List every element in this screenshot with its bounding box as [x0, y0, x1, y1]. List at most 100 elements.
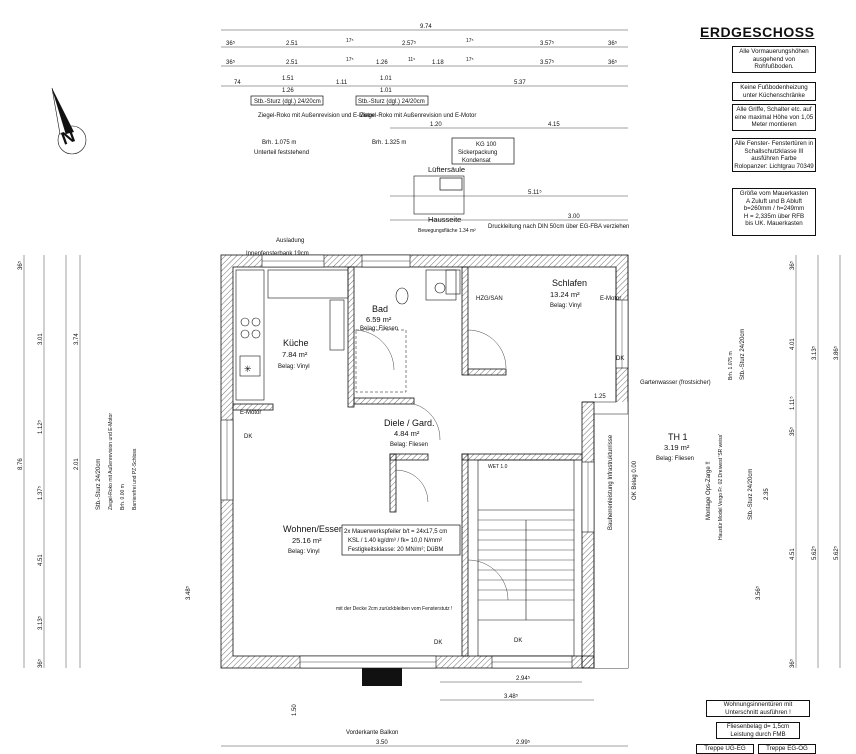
left-dimensions: 36⁵ 3.01 1.12⁵ 1.37⁵ 4.51 3.13⁵ 36⁵ 8.76…: [17, 255, 192, 668]
room-wohnen: Wohnen/Essen 25.16 m² Belag: Vinyl: [283, 524, 344, 555]
svg-text:Bauherrenleistung Infrastruktu: Bauherrenleistung Infrastrukturrisse: [608, 434, 614, 530]
doors: [353, 329, 509, 601]
svg-text:17⁵: 17⁵: [346, 57, 354, 63]
svg-text:DK: DK: [434, 640, 442, 646]
svg-text:DK: DK: [244, 434, 252, 440]
svg-text:Stb.-Sturz (dgl.) 24/20cm: Stb.-Sturz (dgl.) 24/20cm: [254, 99, 321, 105]
svg-text:13.24 m²: 13.24 m²: [550, 290, 580, 299]
svg-text:2.57⁵: 2.57⁵: [402, 40, 417, 47]
svg-text:Belag: Vinyl: Belag: Vinyl: [288, 549, 320, 555]
svg-text:E-Motor: E-Motor: [600, 296, 621, 302]
note-mauerkasten: Größe vom Mauerkasten A Zuluft und B Abl…: [732, 188, 816, 236]
svg-text:2.94⁵: 2.94⁵: [516, 675, 531, 682]
svg-text:11⁵: 11⁵: [408, 57, 415, 63]
svg-text:Festigkeitsklasse: 20 MN/m²; D: Festigkeitsklasse: 20 MN/m²; DüBM: [348, 547, 443, 553]
left-rotated-labels: Stb.-Sturz 24/20cm Ziegel-Roko mit Außen…: [96, 413, 138, 510]
svg-text:Hausseite: Hausseite: [428, 215, 461, 224]
svg-text:36⁵: 36⁵: [789, 658, 796, 668]
svg-text:Haustür Model Vergo Fr. 02 Dre: Haustür Model Vergo Fr. 02 Dreiwest 'SR …: [718, 434, 724, 540]
svg-text:2.01: 2.01: [74, 458, 80, 470]
svg-text:36⁵: 36⁵: [226, 59, 236, 66]
outer-walls: [220, 254, 629, 669]
svg-text:Stb.-Sturz 24/20cm: Stb.-Sturz 24/20cm: [740, 329, 746, 380]
svg-text:3.50: 3.50: [376, 740, 388, 746]
svg-text:Diele / Gard.: Diele / Gard.: [384, 418, 435, 428]
mauerkasten-line: b=260mm / h=249mm: [743, 205, 805, 212]
svg-text:DK: DK: [616, 356, 624, 362]
svg-text:KG 100: KG 100: [476, 142, 497, 148]
svg-text:KSL / 1.40 kg/dm³ / fk= 10,0 N: KSL / 1.40 kg/dm³ / fk= 10,0 N/mm²: [348, 538, 442, 544]
room-floor: Belag: Vinyl: [278, 364, 310, 370]
svg-text:3.48⁵: 3.48⁵: [185, 585, 192, 600]
svg-text:1.26: 1.26: [376, 60, 388, 66]
svg-text:2x Mauerwerkspfeiler b/t = 24x: 2x Mauerwerkspfeiler b/t = 24x17,5 cm: [344, 529, 447, 535]
svg-text:Kondensat: Kondensat: [462, 158, 491, 164]
svg-text:Brh. 1.075 m: Brh. 1.075 m: [262, 140, 296, 146]
svg-text:Bewegungsfläche 1.34 m²: Bewegungsfläche 1.34 m²: [418, 228, 476, 234]
svg-text:4.15: 4.15: [548, 122, 560, 128]
note-fliesen: Fliesenbelag d= 1,5cm Leistung durch FMB: [716, 722, 800, 739]
svg-text:17⁵: 17⁵: [466, 38, 474, 44]
svg-text:2.51: 2.51: [286, 60, 298, 66]
svg-text:3.48⁵: 3.48⁵: [504, 693, 519, 700]
svg-text:Ziegel-Roko mit Außenrevision: Ziegel-Roko mit Außenrevision und E-Moto…: [108, 413, 114, 510]
svg-text:Druckleitung nach DIN 50cm übe: Druckleitung nach DIN 50cm über EG-FBA v…: [488, 224, 629, 230]
svg-text:3.13⁵: 3.13⁵: [37, 615, 44, 630]
svg-text:Ziegel-Roko mit Außenrevision: Ziegel-Roko mit Außenrevision und E-Moto…: [258, 113, 374, 119]
svg-text:6.59 m²: 6.59 m²: [366, 315, 392, 324]
svg-text:1.18: 1.18: [432, 60, 444, 66]
note-treppe-ug-eg: Treppe UG-EG: [696, 744, 754, 754]
room-th1: TH 1 3.19 m² Belag: Fliesen: [656, 432, 694, 462]
svg-text:2.99⁵: 2.99⁵: [516, 739, 531, 746]
svg-text:3.74: 3.74: [74, 333, 80, 345]
svg-text:1.01: 1.01: [380, 88, 392, 94]
page-title: ERDGESCHOSS: [700, 24, 815, 40]
svg-text:3.19 m²: 3.19 m²: [664, 443, 690, 452]
svg-text:1.25: 1.25: [594, 394, 606, 400]
room-area: 7.84 m²: [282, 350, 308, 359]
note-innentueren: Wohnungsinnentüren mit Unterschnitt ausf…: [706, 700, 810, 717]
note-treppe-eg-og: Treppe EG-OG: [758, 744, 816, 754]
kitchen-fixtures: ✳: [235, 269, 349, 401]
svg-text:1.50: 1.50: [292, 704, 298, 716]
svg-text:36⁵: 36⁵: [608, 59, 618, 66]
svg-text:36⁵: 36⁵: [608, 40, 618, 47]
mauerkasten-line: A Zuluft und B Abluft: [745, 197, 803, 205]
svg-text:E-Motor: E-Motor: [240, 410, 261, 416]
svg-text:36⁵: 36⁵: [37, 658, 44, 668]
svg-text:Schlafen: Schlafen: [552, 278, 587, 288]
svg-text:3.01: 3.01: [38, 333, 44, 345]
mauerkasten-line: H = 2,335m über RFB: [743, 212, 805, 220]
svg-text:3.57⁵: 3.57⁵: [540, 40, 555, 47]
mauerkasten-title: Größe vom Mauerkasten: [739, 190, 809, 197]
svg-text:✳: ✳: [244, 364, 252, 374]
svg-text:Vorderkante Balkon: Vorderkante Balkon: [346, 730, 398, 736]
svg-text:1.37⁵: 1.37⁵: [37, 485, 44, 500]
svg-text:HZG/SAN: HZG/SAN: [476, 296, 503, 302]
dim-total-width: 9.74: [420, 24, 432, 30]
svg-text:Stb.-Sturz 24/20cm: Stb.-Sturz 24/20cm: [96, 459, 102, 510]
svg-text:3.56⁵: 3.56⁵: [755, 585, 762, 600]
svg-text:4.01: 4.01: [790, 338, 796, 350]
svg-text:1.51: 1.51: [282, 76, 294, 82]
svg-text:Ziegel-Roko mit Außenrevision: Ziegel-Roko mit Außenrevision und E-Moto…: [360, 113, 476, 119]
room-bad: Bad 6.59 m² Belag: Fliesen: [360, 304, 398, 332]
svg-text:17⁵: 17⁵: [466, 57, 474, 63]
staircase: WET 1.0: [477, 459, 575, 657]
note-fenster: Alle Fenster- Fenstertüren in Schallschu…: [732, 138, 816, 172]
svg-text:5.37: 5.37: [514, 80, 526, 86]
right-rotated-labels: Montage Ops-Zarge !! Bauherrenleistung I…: [608, 329, 754, 540]
note-fussbodenheizung: Keine Fußbodenheizung unter Küchenschrän…: [732, 82, 816, 101]
svg-text:Lüftersäule: Lüftersäule: [428, 165, 465, 174]
room-kueche: Küche 7.84 m² Belag: Vinyl: [278, 338, 310, 370]
svg-text:1.11⁵: 1.11⁵: [789, 396, 796, 410]
mauerkasten-line: bis UK. Mauerkasten: [745, 220, 803, 227]
misc-labels: Ausladung Innenfensterbank 19cm E-Motor …: [240, 238, 711, 736]
svg-text:Innenfensterbank 19cm: Innenfensterbank 19cm: [246, 251, 309, 257]
svg-text:25.16 m²: 25.16 m²: [292, 536, 322, 545]
top-dimensions: 9.74 36⁵ 2.51 17⁵ 2.57⁵ 17⁵ 3.57⁵ 36⁵ 36…: [221, 24, 628, 221]
svg-text:3.00: 3.00: [568, 214, 580, 220]
svg-text:mit der Decke 2cm zurückbleibe: mit der Decke 2cm zurückbleiben vom Fens…: [336, 606, 452, 612]
svg-text:Belag: Fliesen: Belag: Fliesen: [390, 442, 428, 448]
svg-text:3.86⁵: 3.86⁵: [833, 345, 840, 360]
